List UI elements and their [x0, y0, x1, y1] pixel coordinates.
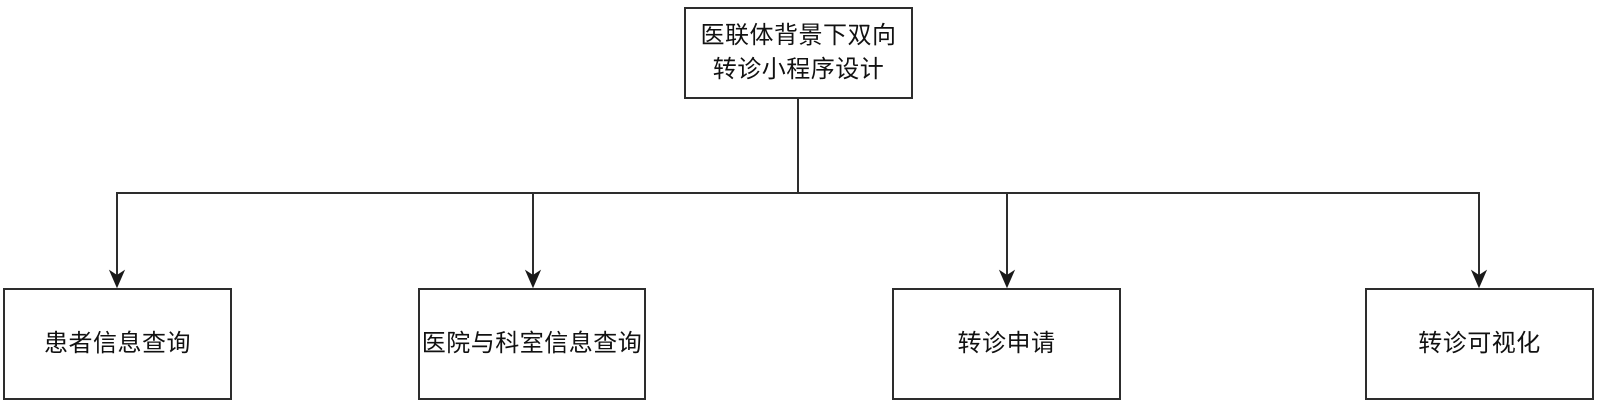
node-patient-info-query: 患者信息查询	[3, 288, 232, 400]
node-label: 转诊可视化	[1418, 331, 1541, 357]
node-label: 转诊申请	[957, 331, 1056, 357]
node-root-label: 医联体背景下双向转诊小程序设计	[700, 23, 897, 83]
node-hospital-dept-query: 医院与科室信息查询	[418, 288, 646, 400]
arrowhead-down-icon	[524, 269, 542, 289]
node-referral-visualization: 转诊可视化	[1365, 288, 1594, 400]
node-label: 患者信息查询	[44, 331, 191, 357]
node-root: 医联体背景下双向转诊小程序设计	[684, 7, 913, 99]
node-label: 医院与科室信息查询	[421, 331, 643, 357]
node-referral-request: 转诊申请	[892, 288, 1121, 400]
arrowhead-down-icon	[108, 269, 126, 289]
arrowhead-down-icon	[1470, 269, 1488, 289]
arrowhead-down-icon	[998, 269, 1016, 289]
